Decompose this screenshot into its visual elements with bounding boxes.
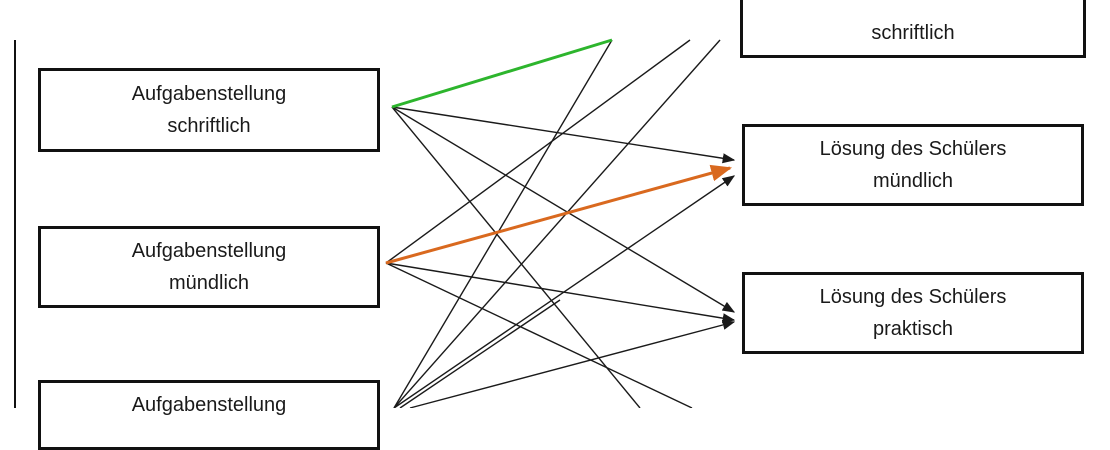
edge-muendlich-to-praktisch xyxy=(385,262,736,324)
box-aufgabe-muendlich-label: Aufgabenstellung mündlich xyxy=(131,240,287,294)
box-loesung-praktisch: Lösung des Schülers praktisch xyxy=(742,272,1084,354)
box-aufgabe-muendlich: Aufgabenstellung mündlich xyxy=(38,226,380,308)
left-border-line xyxy=(14,40,16,408)
edge-orange-highlight xyxy=(385,164,733,265)
edge-third-to-praktisch xyxy=(409,320,736,409)
edge-muendlich-up-1 xyxy=(385,39,691,264)
box-loesung-schriftlich: schriftlich xyxy=(740,0,1086,58)
box-loesung-schriftlich-label: schriftlich xyxy=(871,22,955,44)
edge-muendlich-down-1 xyxy=(385,262,693,409)
edge-schriftlich-to-praktisch xyxy=(391,106,736,313)
edge-third-up-2 xyxy=(393,39,613,409)
edge-third-up-1 xyxy=(393,39,721,409)
edge-third-to-muendlich xyxy=(393,175,736,409)
edge-third-extra xyxy=(399,299,561,409)
box-aufgabe-third-label: Aufgabenstellung xyxy=(131,394,287,416)
box-loesung-muendlich: Lösung des Schülers mündlich xyxy=(742,124,1084,206)
box-aufgabe-schriftlich: Aufgabenstellung schriftlich xyxy=(38,68,380,152)
edge-green-highlight xyxy=(391,38,613,109)
edge-schriftlich-down-1 xyxy=(391,106,641,409)
box-loesung-muendlich-label: Lösung des Schülers mündlich xyxy=(819,138,1007,192)
box-aufgabe-schriftlich-label: Aufgabenstellung schriftlich xyxy=(131,83,287,137)
box-aufgabe-third: Aufgabenstellung xyxy=(38,380,380,450)
box-loesung-praktisch-label: Lösung des Schülers praktisch xyxy=(819,286,1007,340)
